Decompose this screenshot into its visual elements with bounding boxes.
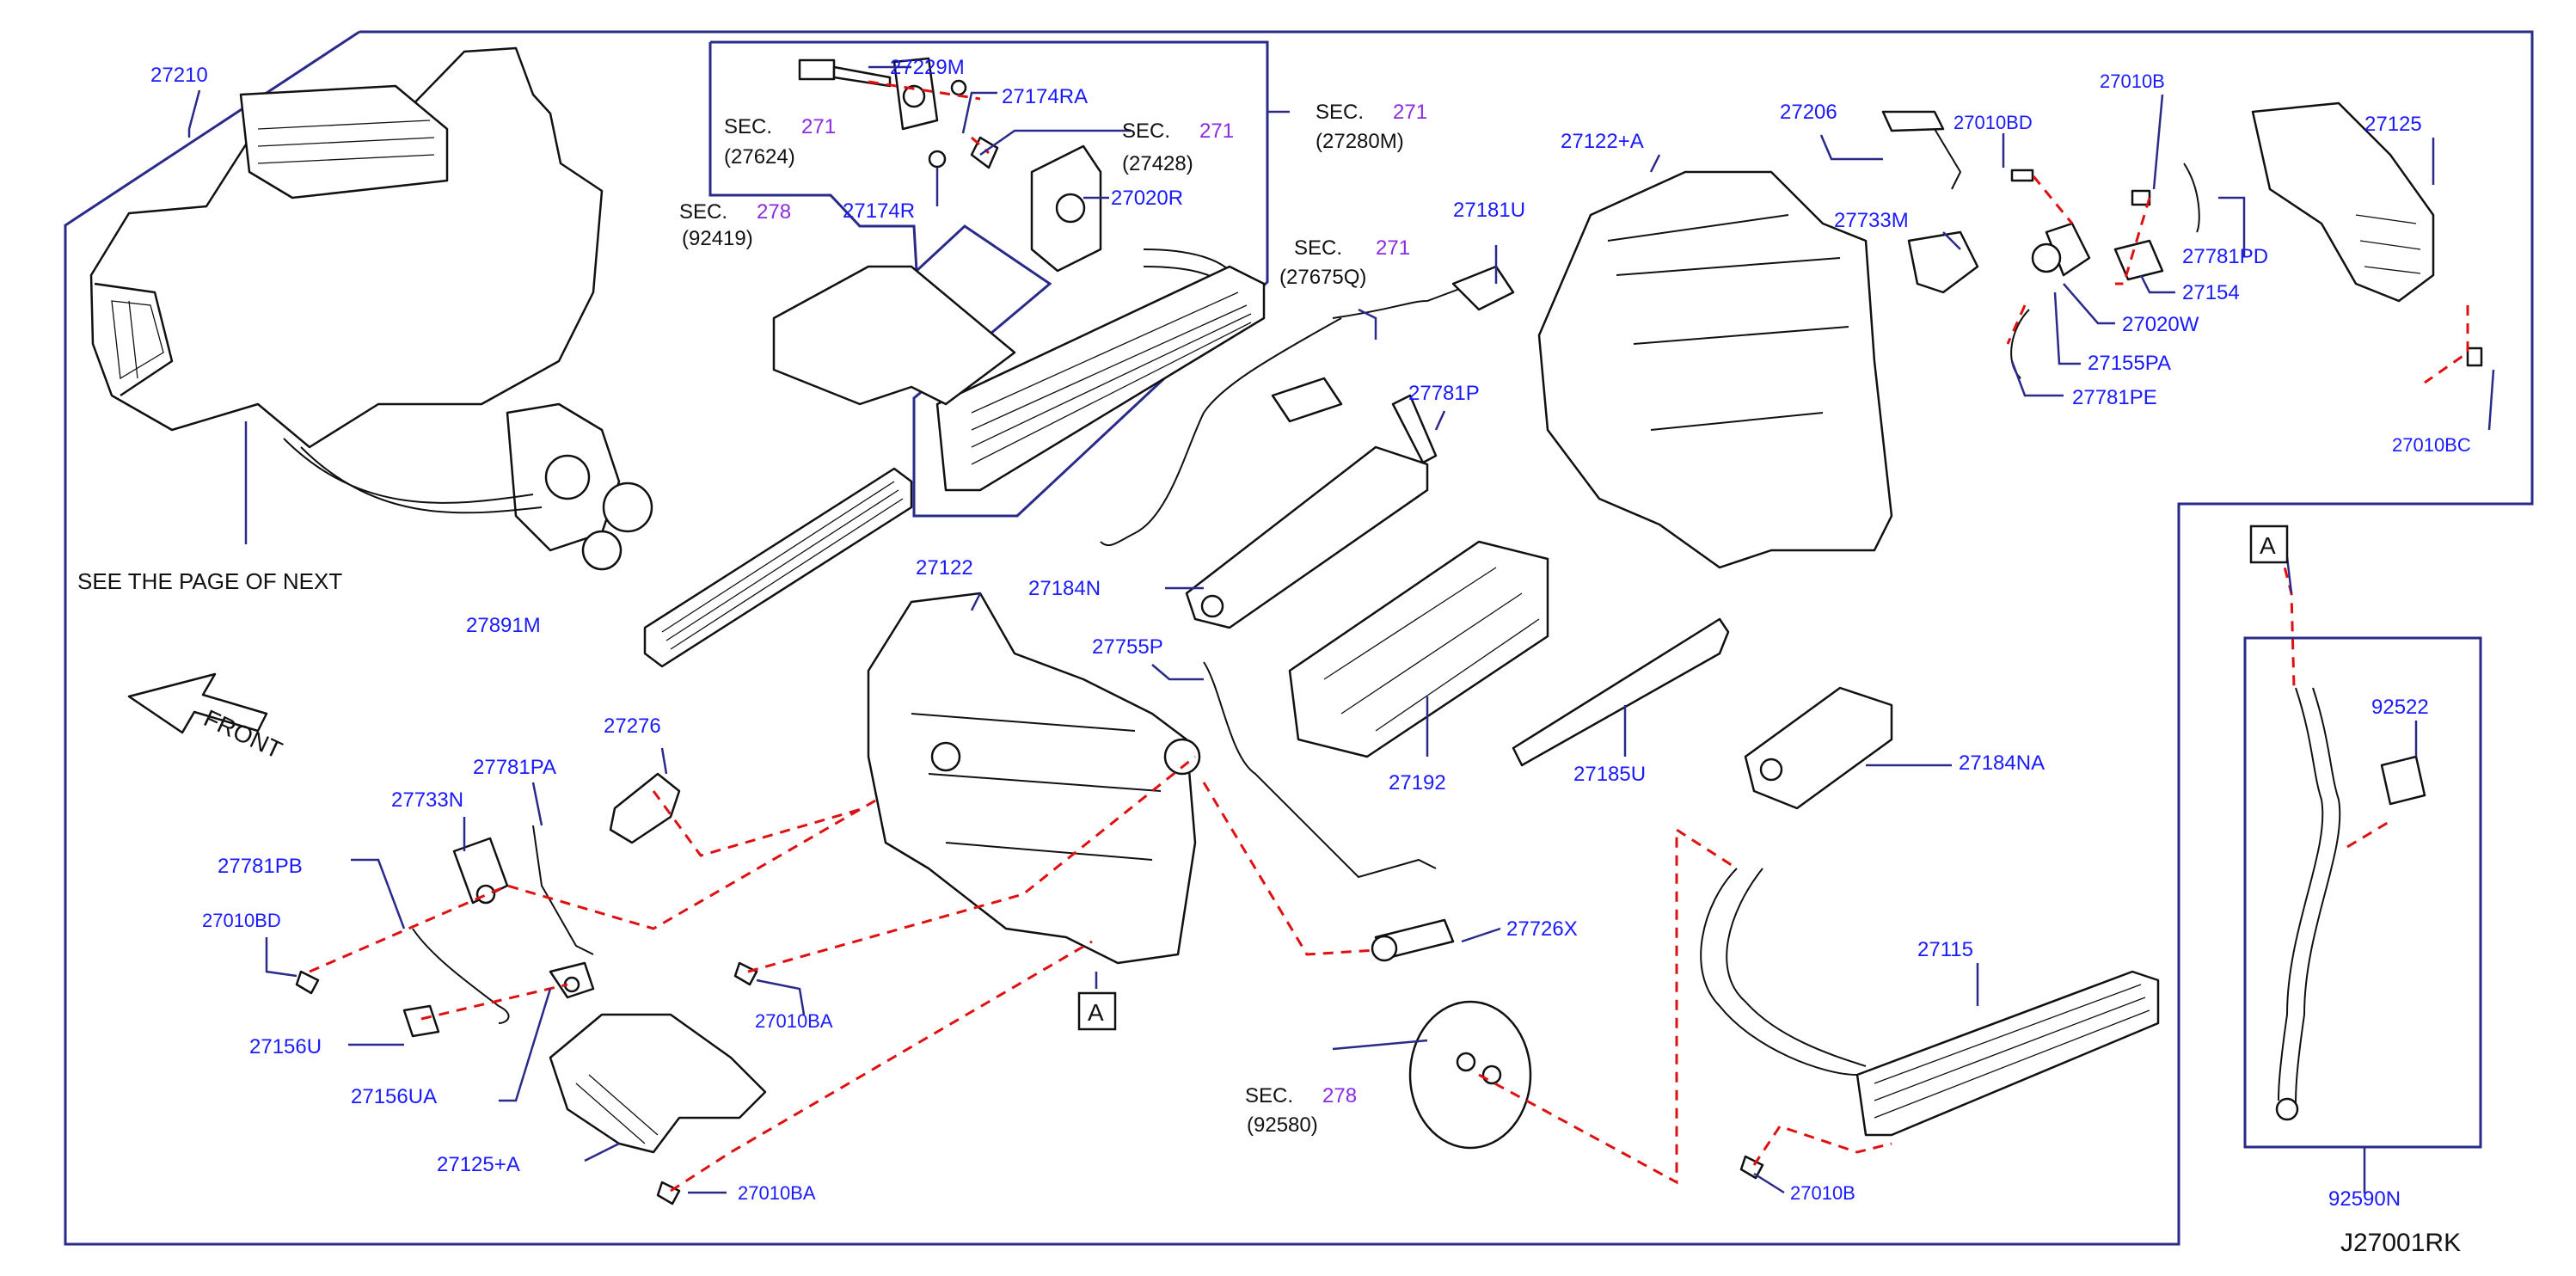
part-label-27733n: 27733N <box>391 788 463 812</box>
part-label-27156ua: 27156UA <box>351 1085 437 1108</box>
duct-panel-drawing <box>772 265 1016 406</box>
sec-word-27280m: SEC. <box>1316 101 1364 124</box>
cabin-filter-drawing <box>643 467 913 668</box>
part-label-27781pb: 27781PB <box>218 855 303 878</box>
part-label-27781pa: 27781PA <box>473 756 556 779</box>
part-label-27010b-top: 27010B <box>2100 71 2165 92</box>
part-label-27010bd-left: 27010BD <box>202 910 281 931</box>
part-label-27010b-bottom: 27010B <box>1790 1182 1855 1204</box>
bracket-27125a-drawing <box>549 1013 767 1154</box>
part-label-27174ra: 27174RA <box>1002 85 1088 108</box>
sec-number-92580: 278 <box>1322 1084 1357 1107</box>
part-label-27020w: 27020W <box>2122 313 2199 336</box>
part-label-27210: 27210 <box>150 64 208 87</box>
sec-references: SEC. 271 (27624) SEC. 271 (27428) SEC. 2… <box>679 101 1427 1137</box>
part-label-92522: 92522 <box>2371 696 2429 719</box>
door-27184n-drawing <box>1185 445 1429 629</box>
part-label-27010bd-top: 27010BD <box>1953 112 2033 133</box>
part-label-27184na: 27184NA <box>1959 751 2045 775</box>
part-label-27125: 27125 <box>2364 113 2422 136</box>
bolts-drawing <box>295 169 2483 1205</box>
sec-number-27280m: 271 <box>1393 101 1427 124</box>
part-label-27154: 27154 <box>2182 281 2240 304</box>
heater-core-drawing <box>1700 868 2160 1137</box>
part-label-27781pe: 27781PE <box>2072 386 2157 409</box>
part-label-27229m: 27229M <box>890 56 965 79</box>
heater-case-upper-drawing <box>1537 170 1893 569</box>
sec-ref-27624: (27624) <box>724 145 795 169</box>
part-label-27156u: 27156U <box>249 1035 322 1058</box>
ref-marker-main: A <box>1077 991 1117 1031</box>
harness-drawing <box>1100 265 1515 547</box>
front-arrow-icon <box>127 672 268 734</box>
sec-ref-92419: (92419) <box>682 227 753 250</box>
part-label-27184n: 27184N <box>1028 577 1101 600</box>
expansion-valve-drawing <box>798 57 999 169</box>
assembly-dashes <box>309 80 2469 1193</box>
part-label-27125a: 27125+A <box>437 1153 520 1176</box>
part-label-27185u: 27185U <box>1573 763 1646 786</box>
sensor-27276-drawing <box>609 772 681 844</box>
part-label-27206: 27206 <box>1780 101 1837 124</box>
misc-text: SEE THE PAGE OF NEXT FRONT J27001RK <box>77 568 2461 1257</box>
door-27192-drawing <box>1288 540 1549 758</box>
part-label-27726x: 27726X <box>1506 917 1578 941</box>
motor-92580-drawing <box>1408 1000 1532 1150</box>
see-next-note: SEE THE PAGE OF NEXT <box>77 568 342 594</box>
part-label-27181u: 27181U <box>1453 199 1525 222</box>
part-label-27115: 27115 <box>1917 938 1973 961</box>
bracket-27125-drawing <box>2251 101 2435 303</box>
sec-ref-27428: (27428) <box>1122 152 1193 175</box>
part-label-27122a: 27122+A <box>1561 130 1644 153</box>
part-label-27010ba-mid: 27010BA <box>755 1010 833 1032</box>
sec-word-27624: SEC. <box>724 115 772 138</box>
sec-ref-27280m: (27280M) <box>1316 130 1404 153</box>
evaporator-drawing <box>935 144 1266 492</box>
part-label-27781pd: 27781PD <box>2182 245 2268 268</box>
sec-number-27428: 271 <box>1199 120 1234 143</box>
sec-word-27428: SEC. <box>1122 120 1170 143</box>
door-27185u-drawing <box>1512 617 1730 767</box>
sec-number-27624: 271 <box>801 115 836 138</box>
part-label-27755p: 27755P <box>1092 635 1163 659</box>
part-label-27010ba-bottom: 27010BA <box>738 1182 816 1204</box>
actuator-left-drawing <box>402 825 595 1038</box>
actuator-right-drawing <box>1881 110 2200 379</box>
hose-92590n-drawing <box>2275 687 2426 1121</box>
sec-number-92419: 278 <box>757 200 791 224</box>
blower-unit-drawing <box>89 46 653 571</box>
part-label-27891m: 27891M <box>466 614 541 637</box>
diagram-code: J27001RK <box>2340 1229 2461 1257</box>
sensor-27726x-drawing <box>1371 918 1455 962</box>
sec-ref-27675q: (27675Q) <box>1279 266 1366 289</box>
heater-case-lower-drawing <box>867 592 1201 965</box>
part-label-27020r: 27020R <box>1111 187 1183 210</box>
part-label-27122: 27122 <box>916 556 973 580</box>
ref-marker-main-text: A <box>1088 999 1104 1026</box>
ref-marker-inset: A <box>2249 525 2289 564</box>
hose-inset-frame <box>2243 636 2482 1149</box>
sec-word-27675q: SEC. <box>1294 236 1342 260</box>
sec-word-92419: SEC. <box>679 200 727 224</box>
part-label-92590n: 92590N <box>2328 1187 2401 1211</box>
part-label-27192: 27192 <box>1389 771 1446 794</box>
sec-number-27675q: 271 <box>1376 236 1410 260</box>
part-label-27174r: 27174R <box>843 199 915 223</box>
part-label-27276: 27276 <box>604 715 661 738</box>
part-label-27155pa: 27155PA <box>2088 352 2171 375</box>
link-27781p-drawing <box>1391 394 1438 464</box>
main-frame <box>64 30 2534 1246</box>
leader-lines <box>187 65 2495 1194</box>
pipe-27755p-drawing <box>1203 661 1437 879</box>
part-label-27733m: 27733M <box>1834 209 1909 232</box>
sec-word-92580: SEC. <box>1245 1084 1293 1107</box>
part-label-27010bc: 27010BC <box>2392 434 2471 456</box>
door-27184na-drawing <box>1744 686 1893 810</box>
ref-marker-inset-text: A <box>2260 532 2276 559</box>
part-label-27781p: 27781P <box>1408 382 1480 405</box>
part-labels: 27210 27229M 27174RA 27174R 27020R 27891… <box>150 56 2471 1211</box>
sec-ref-92580: (92580) <box>1247 1113 1318 1137</box>
